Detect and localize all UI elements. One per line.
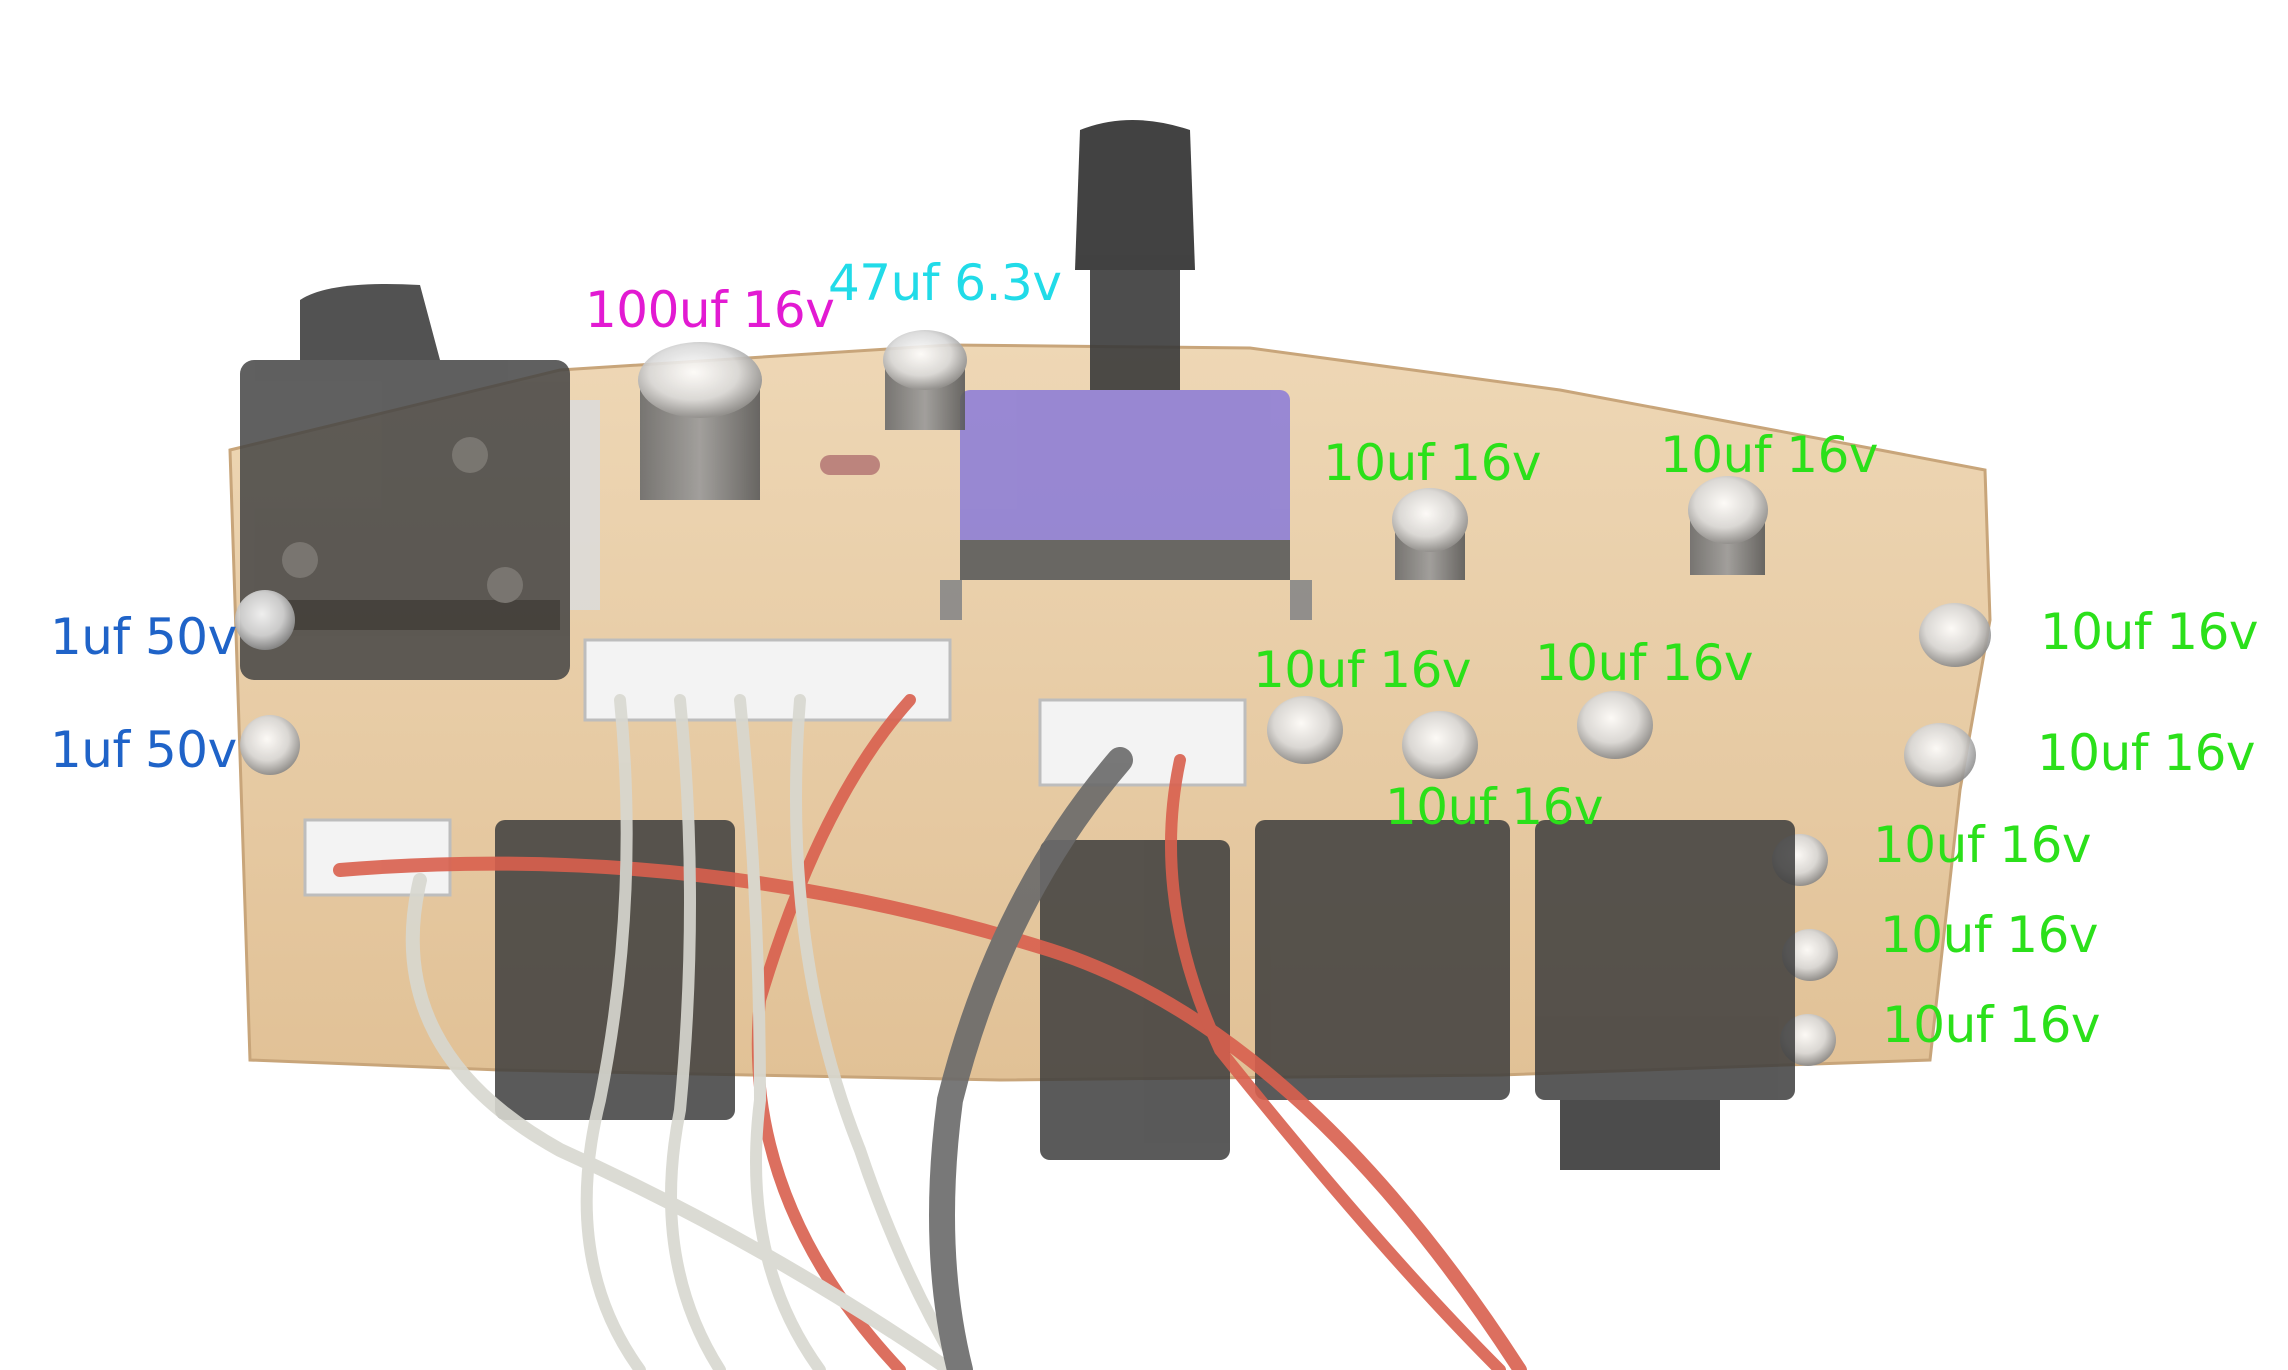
cap-left-small: [235, 590, 300, 775]
connector-6pin: [583, 638, 952, 722]
diode-d2: [820, 455, 880, 475]
cap-10uf-right-1-label: 10uf 16v: [2040, 603, 2259, 661]
cap-10uf-mid-right-label: 10uf 16v: [1535, 634, 1754, 692]
wires: [333, 694, 1527, 1370]
cap-10uf-right-5-label: 10uf 16v: [1882, 996, 2101, 1054]
cap-10uf-top-left-label: 10uf 16v: [1323, 434, 1542, 492]
jack-left: [240, 284, 600, 680]
potentiometer: [940, 120, 1312, 620]
cap-10uf-right-4-label: 10uf 16v: [1880, 906, 2099, 964]
cap-c15: [1392, 488, 1468, 580]
connector-cn2: [303, 818, 452, 897]
cap-1uf-upper-label: 1uf 50v: [50, 608, 237, 666]
cap-100uf: [638, 342, 762, 500]
connector-3pin: [1038, 698, 1247, 787]
cap-47uf: [883, 330, 967, 430]
cap-10uf-right-2-label: 10uf 16v: [2037, 724, 2256, 782]
cap-row-a: [1267, 691, 1653, 779]
cap-100uf-label: 100uf 16v: [585, 281, 835, 339]
cap-1uf-lower-label: 1uf 50v: [50, 721, 237, 779]
cap-10uf-right-3-label: 10uf 16v: [1873, 816, 2092, 874]
cap-47uf-label: 47uf 6.3v: [828, 254, 1062, 312]
cap-10uf-mid-left-label: 10uf 16v: [1253, 641, 1472, 699]
cap-top-right: [1688, 476, 1768, 575]
cap-10uf-mid-low-label: 10uf 16v: [1385, 778, 1604, 836]
cap-10uf-top-right-label: 10uf 16v: [1660, 426, 1879, 484]
jack-row: [495, 820, 1795, 1170]
